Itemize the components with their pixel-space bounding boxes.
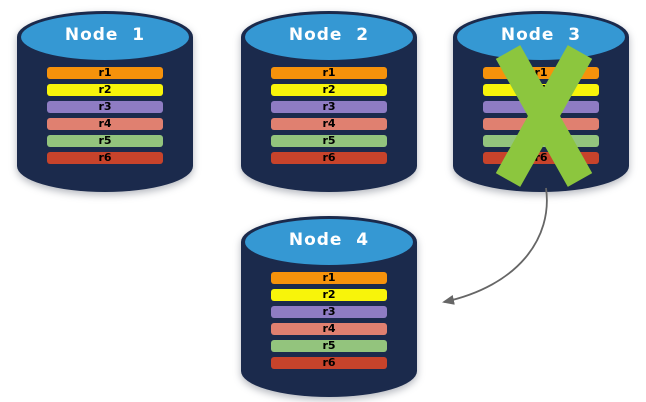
cylinder-top [21, 14, 189, 60]
row-label: r6 [322, 356, 336, 369]
row-r4: r4 [47, 118, 163, 130]
row-r3: r3 [271, 306, 387, 318]
row-label: r3 [322, 305, 336, 318]
row-stack: r1 r2 r3 r4 r5 r6 [271, 272, 387, 369]
row-r5: r5 [271, 340, 387, 352]
row-label: r4 [322, 117, 336, 130]
row-r5: r5 [271, 135, 387, 147]
row-r1: r1 [271, 67, 387, 79]
row-r4: r4 [271, 323, 387, 335]
row-label: r5 [98, 134, 112, 147]
row-label: r4 [322, 322, 336, 335]
row-stack: r1 r2 r3 r4 r5 r6 [47, 67, 163, 164]
row-label: r5 [322, 134, 336, 147]
replication-arrow-icon [442, 187, 548, 305]
node-2: Node 2 r1 r2 r3 r4 r5 r6 [240, 8, 418, 194]
row-r1: r1 [271, 272, 387, 284]
row-r3: r3 [271, 101, 387, 113]
cylinder-top [457, 14, 625, 60]
row-label: r4 [98, 117, 112, 130]
row-label: r1 [322, 66, 336, 79]
cylinder-top [245, 14, 413, 60]
row-label: r5 [322, 339, 336, 352]
row-label: r3 [98, 100, 112, 113]
row-label: r6 [322, 151, 336, 164]
row-stack: r1 r2 r3 r4 r5 r6 [271, 67, 387, 164]
row-r6: r6 [271, 152, 387, 164]
node-title: Node 4 [288, 230, 370, 250]
node-title: Node 1 [64, 25, 146, 45]
node-title: Node 2 [288, 25, 370, 45]
arrow-curve [442, 187, 548, 305]
row-r1: r1 [47, 67, 163, 79]
row-label: r3 [322, 100, 336, 113]
node-1: Node 1 r1 r2 r3 r4 r5 r6 [16, 8, 194, 194]
row-r2: r2 [271, 289, 387, 301]
row-r5: r5 [47, 135, 163, 147]
row-r4: r4 [271, 118, 387, 130]
row-label: r2 [98, 83, 112, 96]
row-r2: r2 [47, 84, 163, 96]
cylinder-top [245, 219, 413, 265]
row-r3: r3 [47, 101, 163, 113]
node-4: Node 4 r1 r2 r3 r4 r5 r6 [240, 213, 418, 399]
row-label: r1 [534, 66, 548, 79]
row-label: r6 [98, 151, 112, 164]
row-label: r1 [322, 271, 336, 284]
row-label: r2 [322, 83, 336, 96]
row-label: r2 [322, 288, 336, 301]
node-title: Node 3 [500, 25, 582, 45]
row-r2: r2 [271, 84, 387, 96]
row-r6: r6 [271, 357, 387, 369]
row-r6: r6 [47, 152, 163, 164]
failure-cross-icon [495, 45, 593, 187]
cross-stroke [495, 45, 593, 187]
row-label: r1 [98, 66, 112, 79]
